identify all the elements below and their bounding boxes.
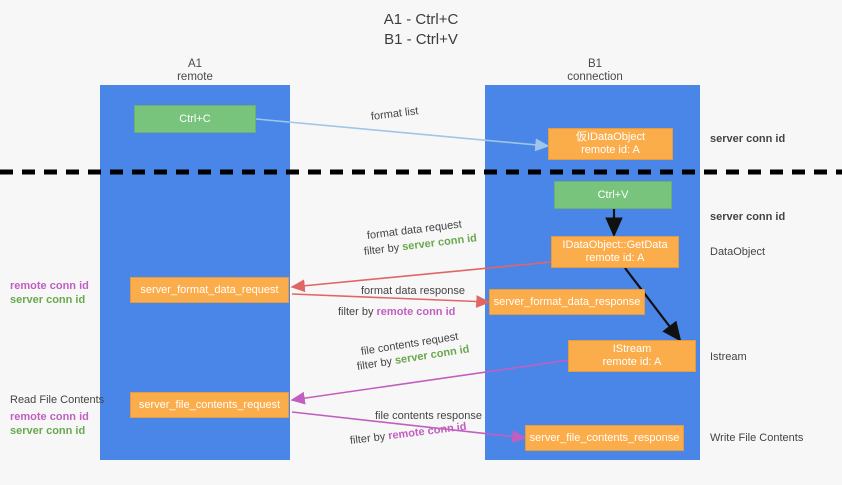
right-label-istream: Istream: [710, 351, 747, 363]
box-istream-remote-id: remote id: A: [602, 356, 662, 368]
right-label-server-conn-id-top: server conn id: [710, 133, 786, 145]
left-remote-conn-id-1: remote conn id: [10, 280, 89, 292]
box-ctrl-c[interactable]: Ctrl+C: [134, 105, 256, 133]
title-line-1: A1 - Ctrl+C: [383, 11, 459, 28]
left-conn-id-pair-top: remote conn id server conn id: [10, 279, 89, 307]
box-idataobject-remote-id: remote id: A: [581, 144, 640, 156]
lane-a1-sub: remote: [177, 71, 213, 83]
left-server-conn-id-1: server conn id: [10, 294, 86, 306]
box-server-file-contents-request-label: server_file_contents_request: [138, 398, 281, 411]
box-server-file-contents-response[interactable]: server_file_contents_response: [525, 425, 684, 451]
box-server-format-data-response[interactable]: server_format_data_response: [489, 289, 645, 315]
box-ctrl-c-label: Ctrl+C: [179, 112, 211, 125]
box-idataobject-getdata[interactable]: IDataObject::GetData remote id: A: [551, 236, 679, 268]
label-file-contents-response: file contents response: [375, 410, 483, 422]
label-filter-by-remote-conn-2: filter by remote conn id: [349, 420, 467, 448]
filter-by-text-1: filter by: [363, 241, 403, 258]
box-server-file-contents-response-label: server_file_contents_response: [529, 431, 680, 444]
left-conn-id-pair-bottom: remote conn id server conn id: [10, 410, 89, 438]
box-idataobject-label: 仮IDataObject: [575, 131, 646, 143]
filter-by-text-2: filter by: [338, 306, 377, 318]
box-ctrl-v-label: Ctrl+V: [597, 188, 629, 201]
page-title: A1 - Ctrl+C B1 - Ctrl+V: [0, 10, 842, 50]
box-ctrl-v[interactable]: Ctrl+V: [554, 181, 672, 209]
label-format-list: format list: [370, 105, 420, 123]
box-server-format-data-response-label: server_format_data_response: [493, 295, 641, 308]
lane-b1-sub: connection: [567, 71, 623, 83]
box-server-format-data-request-label: server_format_data_request: [140, 283, 279, 296]
right-label-write-file-contents: Write File Contents: [710, 432, 804, 444]
left-label-read-file-contents: Read File Contents: [10, 394, 105, 406]
right-label-dataobject: DataObject: [710, 246, 766, 258]
box-server-format-data-request[interactable]: server_format_data_request: [130, 277, 289, 303]
box-idataobject[interactable]: 仮IDataObject remote id: A: [548, 128, 673, 160]
box-istream-label: IStream: [612, 343, 652, 355]
remote-conn-id-text-1: remote conn id: [376, 306, 456, 318]
lane-header-b1: B1 connection: [530, 58, 660, 84]
box-istream[interactable]: IStream remote id: A: [568, 340, 696, 372]
lane-a1-name: A1: [187, 58, 203, 70]
box-server-file-contents-request[interactable]: server_file_contents_request: [130, 392, 289, 418]
remote-conn-id-text-2: remote conn id: [387, 420, 468, 443]
box-getdata-remote-id: remote id: A: [585, 252, 645, 264]
lane-header-a1: A1 remote: [130, 58, 260, 84]
label-format-data-response: format data response: [361, 285, 465, 297]
left-remote-conn-id-2: remote conn id: [10, 411, 89, 423]
right-label-server-conn-id-mid: server conn id: [710, 211, 786, 223]
title-line-2: B1 - Ctrl+V: [384, 31, 458, 48]
lane-b1-name: B1: [587, 58, 603, 70]
filter-by-text-4: filter by: [349, 430, 389, 447]
box-getdata-label: IDataObject::GetData: [562, 239, 668, 251]
left-server-conn-id-2: server conn id: [10, 425, 86, 437]
label-filter-by-remote-conn-1: filter by remote conn id: [338, 305, 455, 319]
